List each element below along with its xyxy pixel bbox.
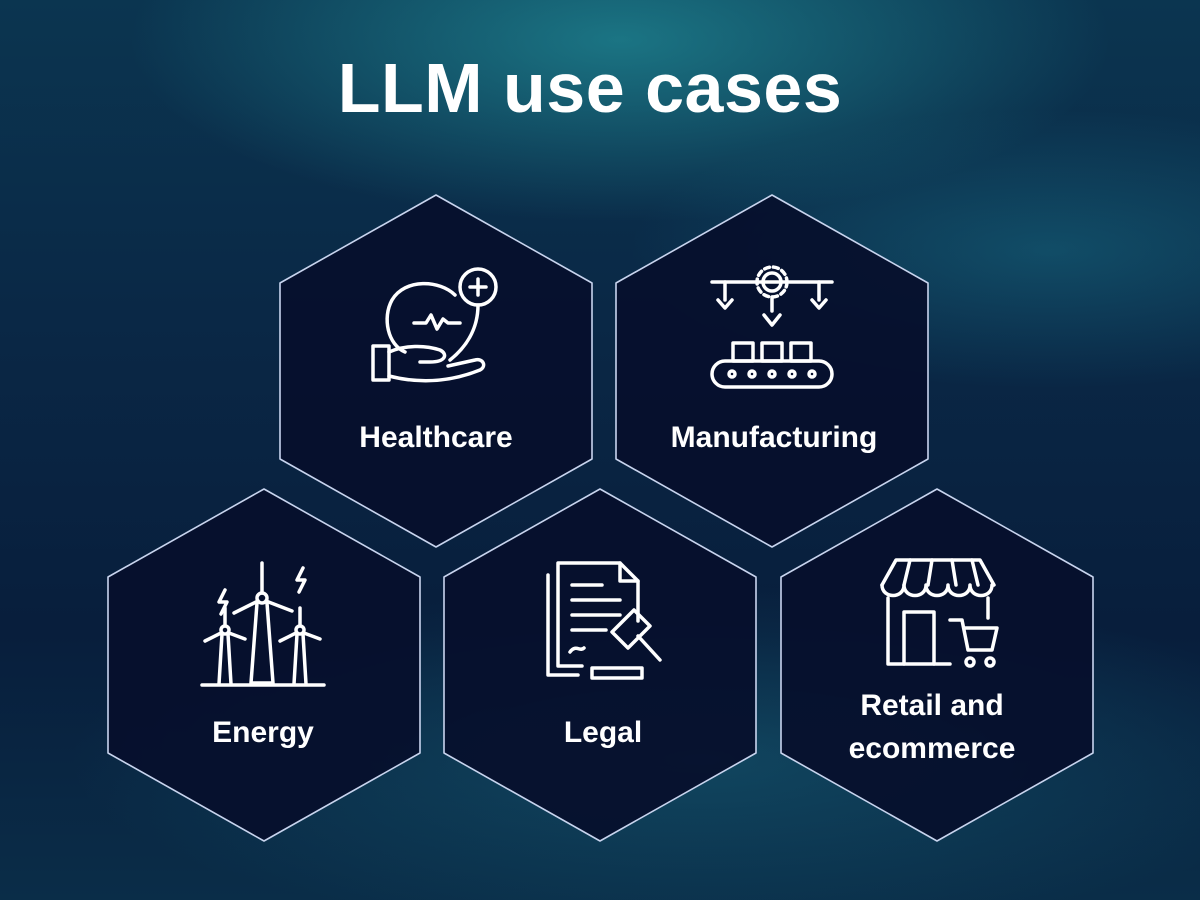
hexagon-energy <box>107 488 421 842</box>
document-gavel-icon <box>546 561 662 680</box>
page-title: LLM use cases <box>337 49 843 127</box>
assembly-line-icon <box>710 265 834 389</box>
case-label-energy: Energy <box>212 716 314 749</box>
wind-turbines-icon <box>200 561 326 687</box>
storefront-cart-icon <box>880 558 999 668</box>
case-label-healthcare: Healthcare <box>359 421 513 454</box>
case-label-retail: Retail and ecommerce <box>848 689 1016 765</box>
heart-in-hand-icon <box>371 267 498 383</box>
case-label-manufacturing: Manufacturing <box>670 421 878 454</box>
hexagon-healthcare <box>279 194 593 548</box>
case-label-legal: Legal <box>563 716 643 749</box>
hexagon-legal <box>443 488 757 842</box>
